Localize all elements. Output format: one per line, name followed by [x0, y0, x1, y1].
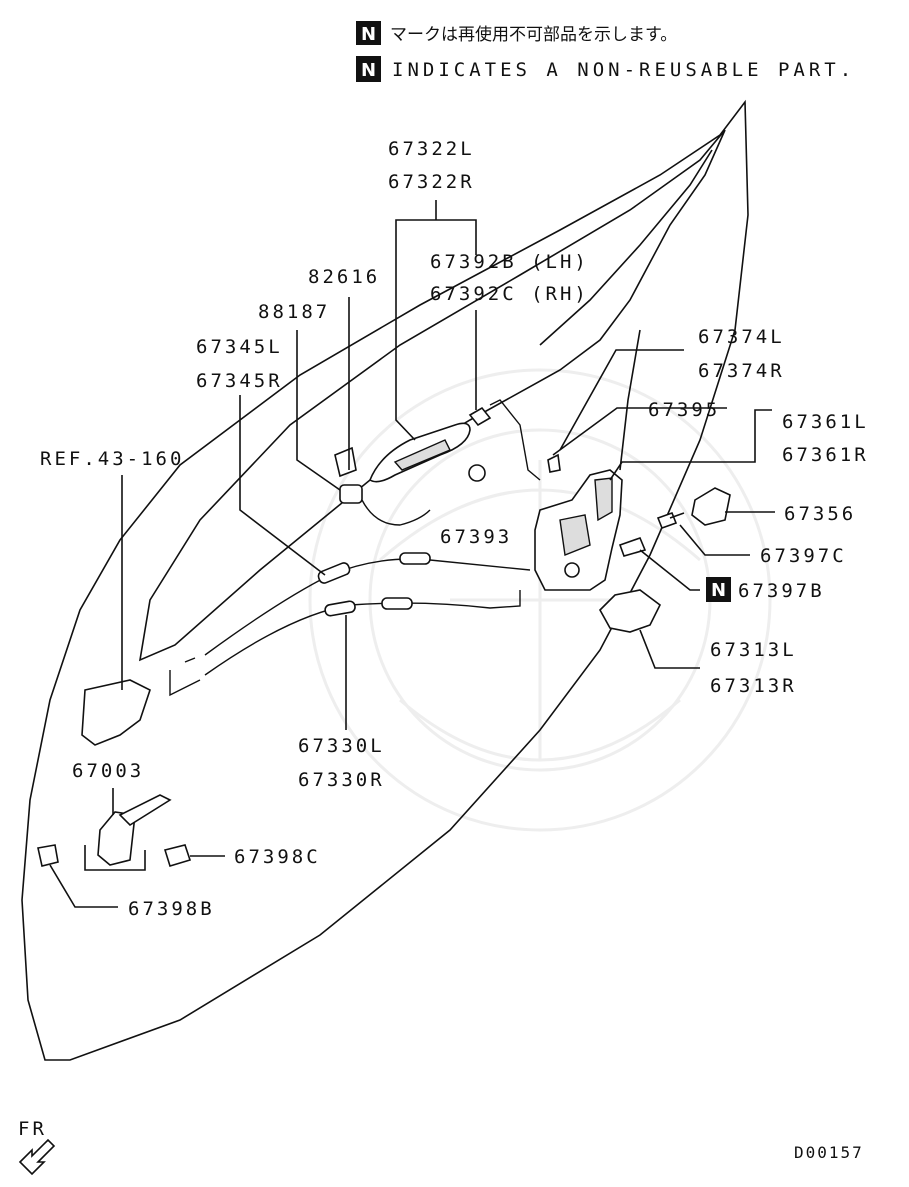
label-67322l: 67322L: [388, 138, 475, 160]
notice-jp: マークは再使用不可部品を示します。: [390, 24, 677, 45]
label-ref: REF.43-160: [40, 448, 184, 470]
part-labels: 67322L 67322R 67392B (LH) 67392C (RH) 82…: [40, 138, 869, 920]
bolt-67397c: [656, 511, 685, 530]
cover-67313: [599, 589, 662, 633]
svg-text:N: N: [361, 60, 376, 81]
clip-67395: [547, 453, 561, 473]
label-67330l: 67330L: [298, 735, 385, 757]
inside-handle: [81, 679, 151, 746]
front-arrow-icon: [18, 1138, 56, 1176]
notice-en: INDICATES A NON-REUSABLE PART.: [392, 59, 855, 81]
outside-handle: [369, 406, 492, 483]
cap-67393: [468, 464, 486, 482]
label-67003: 67003: [72, 760, 144, 782]
label-67361r: 67361R: [782, 444, 869, 466]
label-67397c: 67397C: [760, 545, 847, 567]
label-82616: 82616: [308, 266, 380, 288]
door-latch: [534, 453, 623, 591]
label-67398b: 67398B: [128, 898, 215, 920]
label-67374r: 67374R: [698, 360, 785, 382]
label-88187: 88187: [258, 301, 330, 323]
label-67393: 67393: [440, 526, 512, 548]
striker-67356: [691, 487, 731, 526]
bolt-67398b: [37, 844, 59, 867]
leader-lines: [49, 200, 775, 908]
svg-text:N: N: [361, 24, 376, 45]
label-67397b: 67397B: [738, 580, 825, 602]
label-67313l: 67313L: [710, 639, 797, 661]
label-67313r: 67313R: [710, 675, 797, 697]
clip-67392: [468, 406, 492, 427]
bolt-67398c: [163, 844, 192, 867]
label-67361l: 67361L: [782, 411, 869, 433]
cables-67330: [169, 552, 531, 697]
key-cylinder: [334, 446, 431, 526]
door-outline: [21, 99, 749, 1061]
screw-67397b: [618, 536, 647, 557]
label-67374l: 67374L: [698, 326, 785, 348]
fr-label: FR: [18, 1118, 47, 1140]
label-67395: 67395: [648, 399, 720, 421]
non-reusable-badge: [706, 577, 731, 602]
diagram-code: D00157: [794, 1143, 864, 1162]
label-67392c: 67392C (RH): [430, 283, 589, 305]
label-67392b: 67392B (LH): [430, 251, 589, 273]
notice: N マークは再使用不可部品を示します。 N INDICATES A NON-RE…: [356, 21, 855, 82]
label-67322r: 67322R: [388, 171, 475, 193]
footer: FR D00157: [18, 1118, 864, 1176]
non-reusable-badge: [356, 21, 381, 45]
label-67345l: 67345L: [196, 336, 283, 358]
rod-67374: [489, 399, 541, 481]
label-67330r: 67330R: [298, 769, 385, 791]
label-67356: 67356: [784, 503, 856, 525]
svg-text:N: N: [711, 580, 726, 601]
label-67345r: 67345R: [196, 370, 283, 392]
label-67398c: 67398C: [234, 846, 321, 868]
door-check: [37, 794, 192, 867]
non-reusable-badge: [356, 56, 381, 82]
